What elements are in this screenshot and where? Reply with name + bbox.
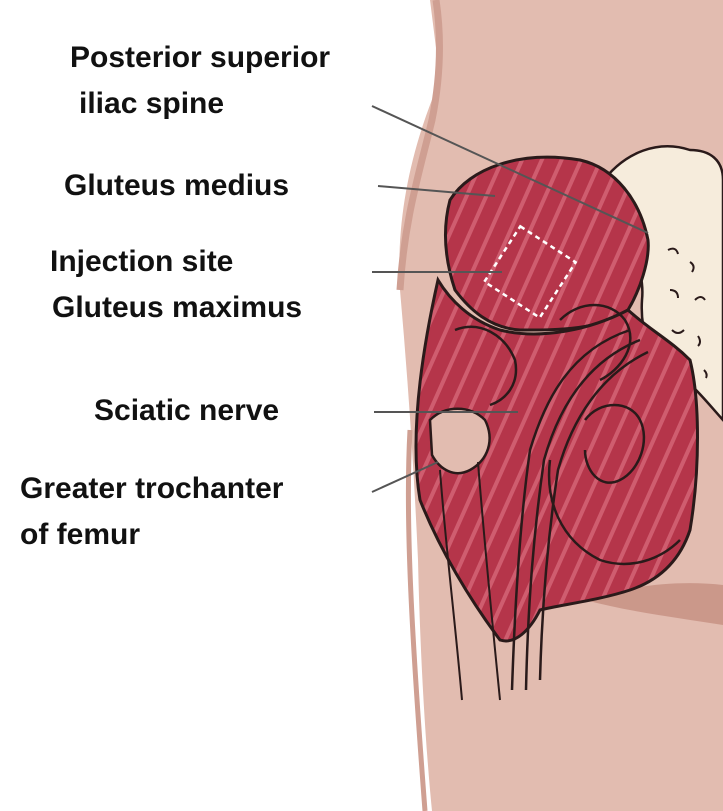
greater-trochanter <box>430 409 490 473</box>
label-gluteus-maximus: Gluteus maximus <box>52 290 302 326</box>
label-greater-trochanter-line1: Greater trochanter <box>20 471 283 507</box>
label-injection-site: Injection site <box>50 244 233 280</box>
label-psis-line2: iliac spine <box>79 86 224 122</box>
label-greater-trochanter-line2: of femur <box>20 517 140 553</box>
label-sciatic-nerve: Sciatic nerve <box>94 393 279 429</box>
label-psis-line1: Posterior superior <box>70 40 330 76</box>
label-gluteus-medius: Gluteus medius <box>64 168 289 204</box>
